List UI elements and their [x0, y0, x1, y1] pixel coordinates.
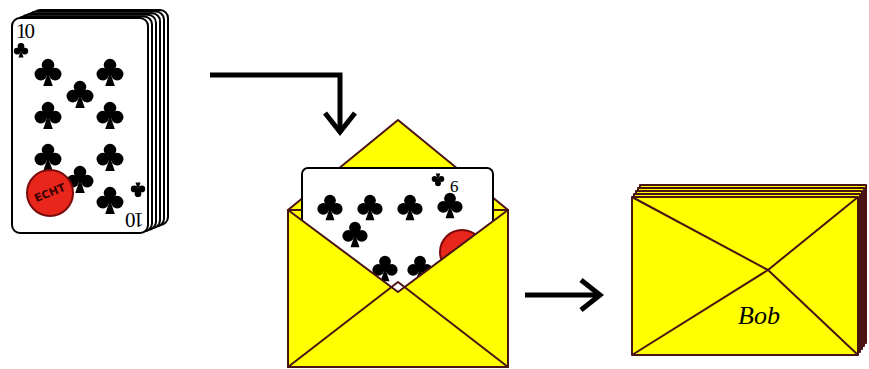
open-envelope [288, 120, 508, 367]
envelope-with-card: 9 [288, 120, 508, 368]
card-index: 9 [450, 178, 459, 195]
seal-label: ECHT [33, 182, 67, 204]
envelope-stack [632, 185, 866, 355]
card-index: 10 [127, 209, 144, 230]
envelope-stack-box: Bob [632, 185, 858, 355]
recipient-name: Bob [738, 303, 780, 329]
arrow-head [325, 113, 355, 132]
flow-arrow [210, 75, 355, 132]
arrow-line [525, 293, 600, 298]
playing-card: 1010ECHT [12, 18, 148, 233]
card-deck [12, 10, 168, 233]
flow-arrow [525, 280, 600, 310]
card-index: 10 [16, 21, 33, 42]
red-seal: ECHT [26, 169, 74, 217]
arrow-line [210, 75, 340, 132]
arrow-head [581, 280, 600, 310]
